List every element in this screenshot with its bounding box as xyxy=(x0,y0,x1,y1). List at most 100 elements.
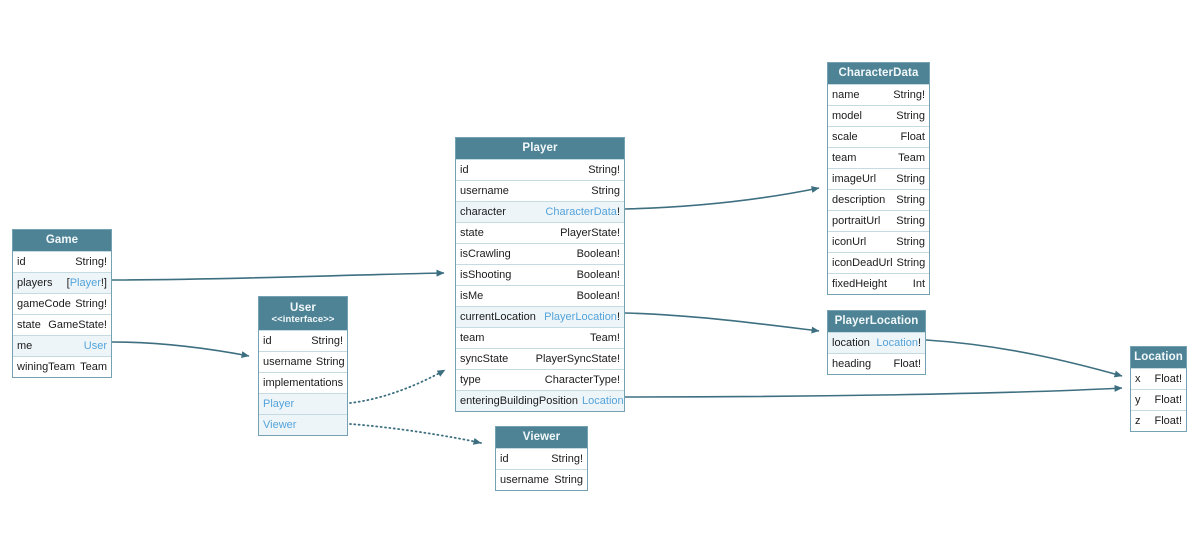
field-type: Float! xyxy=(893,358,921,370)
type-title: Player xyxy=(522,142,558,155)
type-node-header[interactable]: CharacterData xyxy=(828,63,929,84)
field-name: isMe xyxy=(460,290,484,302)
field-type: Float xyxy=(901,131,925,143)
field-row-character[interactable]: character CharacterData! xyxy=(456,201,624,222)
field-name: imageUrl xyxy=(832,173,877,185)
field-row-implementations[interactable]: implementations xyxy=(259,372,347,393)
field-type: String xyxy=(896,110,925,122)
type-link-Location[interactable]: Location xyxy=(876,337,918,349)
type-node-header[interactable]: PlayerLocation xyxy=(828,311,925,332)
field-name: x xyxy=(1135,373,1141,385)
field-row-isMe[interactable]: isMe Boolean! xyxy=(456,285,624,306)
type-title: User xyxy=(290,301,316,314)
field-type: Float! xyxy=(1154,415,1182,427)
type-title: Location xyxy=(1134,351,1183,364)
field-name: scale xyxy=(832,131,858,143)
field-name: username xyxy=(460,185,509,197)
type-node-header[interactable]: Location xyxy=(1131,347,1186,368)
type-text: !] xyxy=(100,277,107,289)
field-row-fixedHeight[interactable]: fixedHeight Int xyxy=(828,273,929,294)
type-link-Player[interactable]: Player xyxy=(69,277,101,289)
field-name: id xyxy=(500,453,509,465)
field-row-Viewer[interactable]: Viewer xyxy=(259,414,347,435)
field-row-players[interactable]: players[Player!] xyxy=(13,272,111,293)
field-type: User xyxy=(84,340,107,352)
type-node-header[interactable]: Viewer xyxy=(496,427,587,448)
field-name: character xyxy=(460,206,506,218)
field-type: String xyxy=(896,173,925,185)
field-type: [Player!] xyxy=(67,277,107,289)
field-row-Player[interactable]: Player xyxy=(259,393,347,414)
field-type: Int xyxy=(913,278,925,290)
type-text: Float xyxy=(900,131,925,143)
field-name: fixedHeight xyxy=(832,278,888,290)
type-node-header[interactable]: Game xyxy=(13,230,111,251)
type-link-PlayerLocation[interactable]: PlayerLocation xyxy=(544,311,617,323)
field-row-imageUrl[interactable]: imageUrl String xyxy=(828,168,929,189)
type-node-header[interactable]: User<<interface>> xyxy=(259,297,347,330)
field-type: String xyxy=(896,194,925,206)
field-type: CharacterType! xyxy=(545,374,620,386)
type-link-Location[interactable]: Location xyxy=(582,395,624,407)
type-link-Viewer[interactable]: Viewer xyxy=(263,419,297,431)
field-type: String! xyxy=(311,335,343,347)
field-row-x[interactable]: x Float! xyxy=(1131,368,1186,389)
field-type: Boolean! xyxy=(577,269,620,281)
field-row-scale[interactable]: scale Float xyxy=(828,126,929,147)
type-link-Player[interactable]: Player xyxy=(263,398,295,410)
type-text: Float! xyxy=(1154,373,1182,385)
type-link-User[interactable]: User xyxy=(83,340,107,352)
field-type: String xyxy=(896,215,925,227)
type-text: Boolean! xyxy=(576,269,620,281)
field-name: currentLocation xyxy=(460,311,536,323)
relation-playerlocation-location-to-location xyxy=(925,339,1123,378)
type-text: GameState! xyxy=(48,319,107,331)
field-name: enteringBuildingPosition xyxy=(460,395,579,407)
type-node-header[interactable]: Player xyxy=(456,138,624,159)
type-link-CharacterData[interactable]: CharacterData xyxy=(545,206,617,218)
type-text: String! xyxy=(893,89,925,101)
type-text: Boolean! xyxy=(576,290,620,302)
type-text: Float! xyxy=(1154,415,1182,427)
type-text: ! xyxy=(616,206,620,218)
type-text: String! xyxy=(75,298,107,310)
